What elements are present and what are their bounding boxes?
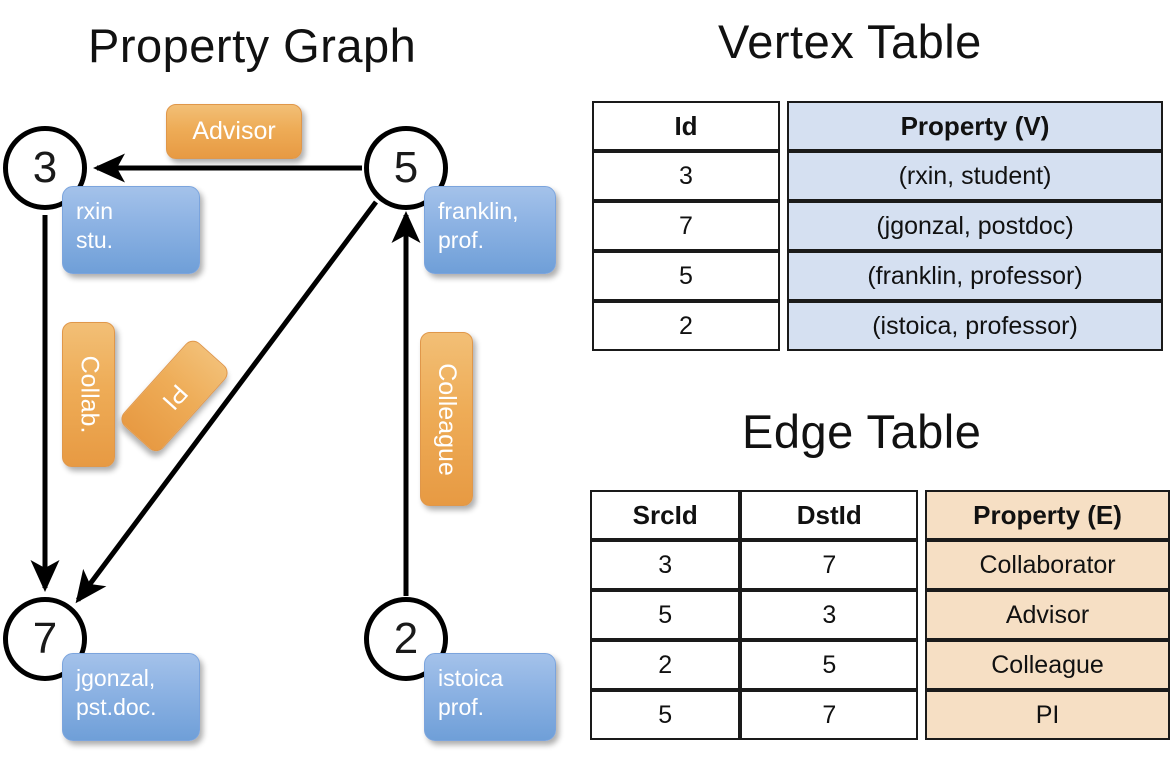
- edge-label-pi-text: PI: [156, 378, 194, 415]
- table-row[interactable]: 2 (istoica, professor): [592, 301, 1163, 351]
- edge-table-header-dstid: DstId: [740, 490, 919, 540]
- node-property-box-rxin: rxin stu.: [62, 186, 200, 274]
- edge-cell-srcid: 2: [590, 640, 741, 690]
- column-separator: [918, 540, 926, 590]
- edge-table-title: Edge Table: [742, 405, 982, 458]
- table-row[interactable]: 5 3 Advisor: [590, 590, 1170, 640]
- table-row[interactable]: 7 (jgonzal, postdoc): [592, 201, 1163, 251]
- vertex-cell-property: (jgonzal, postdoc): [787, 201, 1163, 251]
- table-row[interactable]: 2 5 Colleague: [590, 640, 1170, 690]
- table-row[interactable]: 5 (franklin, professor): [592, 251, 1163, 301]
- node-property-box-franklin: franklin, prof.: [424, 186, 556, 274]
- vertex-cell-property: (rxin, student): [787, 151, 1163, 201]
- vertex-table: Id Property (V) 3 (rxin, student) 7 (jgo…: [592, 101, 1163, 351]
- node-property-line-2: pst.doc.: [76, 694, 157, 721]
- column-separator: [780, 201, 787, 251]
- edge-cell-property: Colleague: [925, 640, 1170, 690]
- table-row[interactable]: 3 7 Collaborator: [590, 540, 1170, 590]
- node-property-line-2: prof.: [438, 227, 485, 254]
- column-separator: [780, 101, 787, 151]
- edge-cell-srcid: 3: [590, 540, 741, 590]
- vertex-cell-id: 3: [592, 151, 780, 201]
- edge-label-advisor: Advisor: [166, 104, 302, 159]
- vertex-cell-property: (franklin, professor): [787, 251, 1163, 301]
- vertex-cell-id: 2: [592, 301, 780, 351]
- edge-cell-property: Advisor: [925, 590, 1170, 640]
- edge-cell-dstid: 7: [740, 690, 919, 740]
- edge-cell-dstid: 7: [740, 540, 919, 590]
- edge-cell-property: PI: [925, 690, 1170, 740]
- node-property-line-2: prof.: [438, 694, 485, 721]
- vertex-table-title: Vertex Table: [718, 15, 982, 68]
- edge-cell-srcid: 5: [590, 590, 741, 640]
- edge-table-header-property: Property (E): [925, 490, 1170, 540]
- edge-label-collaborator: Collab.: [62, 322, 115, 467]
- edge-cell-property: Collaborator: [925, 540, 1170, 590]
- vertex-cell-property: (istoica, professor): [787, 301, 1163, 351]
- edge-pi-5-to-7: [75, 200, 379, 604]
- edge-label-advisor-text: Advisor: [192, 117, 276, 145]
- property-graph-diagram: 3 5 7 2 rxin stu. franklin, prof. jgonza…: [3, 104, 556, 741]
- column-separator: [780, 301, 787, 351]
- node-property-line-1: rxin: [76, 198, 114, 224]
- edge-cell-dstid: 5: [740, 640, 919, 690]
- node-property-line-1: franklin,: [438, 198, 519, 224]
- node-property-line-1: jgonzal,: [76, 665, 156, 691]
- edge-label-collaborator-text: Collab.: [75, 355, 104, 434]
- column-separator: [918, 690, 926, 740]
- vertex-table-header-row: Id Property (V): [592, 101, 1163, 151]
- edge-label-colleague: Colleague: [420, 332, 473, 506]
- graph-node-2[interactable]: 2: [364, 597, 448, 681]
- column-separator: [780, 151, 787, 201]
- edge-table: SrcId DstId Property (E) 3 7 Collaborato…: [590, 490, 1170, 740]
- property-graph-title: Property Graph: [88, 19, 417, 72]
- table-row[interactable]: 3 (rxin, student): [592, 151, 1163, 201]
- vertex-table-header-id: Id: [592, 101, 780, 151]
- column-separator: [918, 490, 926, 540]
- column-separator: [918, 640, 926, 690]
- table-row[interactable]: 5 7 PI: [590, 690, 1170, 740]
- edge-cell-dstid: 3: [740, 590, 919, 640]
- graph-node-5[interactable]: 5: [364, 126, 448, 210]
- edge-label-colleague-text: Colleague: [433, 362, 461, 476]
- node-property-box-istoica: istoica prof.: [424, 653, 556, 741]
- vertex-table-header-property: Property (V): [787, 101, 1163, 151]
- node-property-line-1: istoica: [438, 665, 504, 691]
- vertex-cell-id: 7: [592, 201, 780, 251]
- graph-edges-svg: [30, 153, 421, 604]
- edge-cell-srcid: 5: [590, 690, 741, 740]
- edge-table-header-srcid: SrcId: [590, 490, 741, 540]
- edge-table-header-row: SrcId DstId Property (E): [590, 490, 1170, 540]
- node-property-line-2: stu.: [76, 227, 114, 254]
- node-property-box-jgonzal: jgonzal, pst.doc.: [62, 653, 200, 741]
- column-separator: [918, 590, 926, 640]
- vertex-cell-id: 5: [592, 251, 780, 301]
- column-separator: [780, 251, 787, 301]
